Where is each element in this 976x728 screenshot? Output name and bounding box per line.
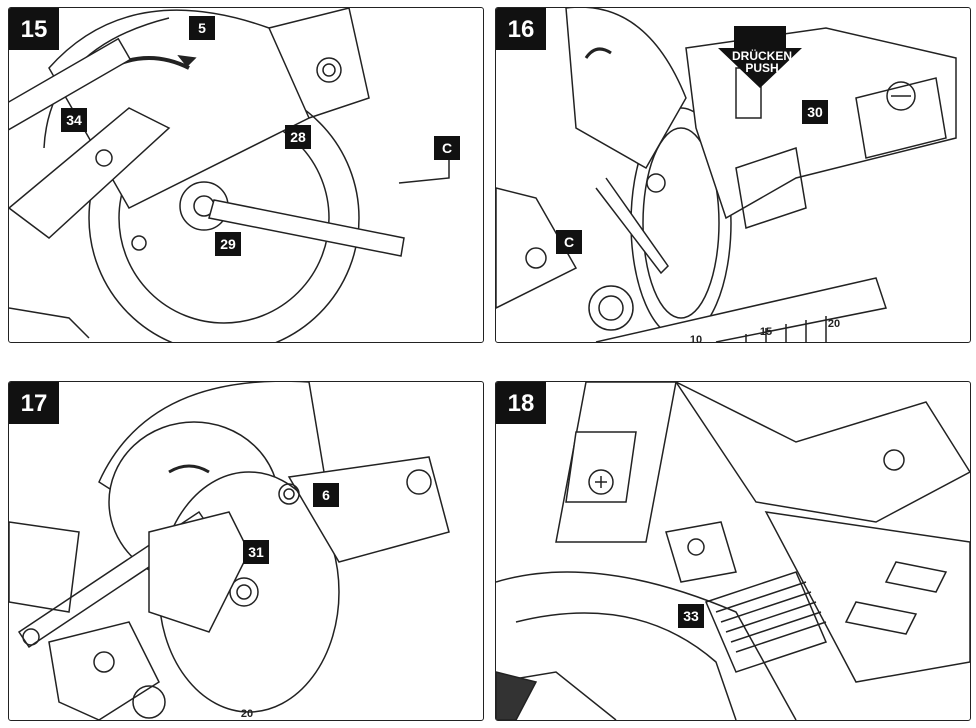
push-label-de: DRÜCKEN <box>732 49 792 63</box>
figure-number: 18 <box>496 382 546 424</box>
panel-fig-17: 17 6 31 20 <box>8 381 484 721</box>
callout-29: 29 <box>215 232 241 256</box>
panel-fig-16: 16 DRÜCKEN PUSH 30 C 10 15 20 <box>495 7 971 343</box>
callout-5: 5 <box>189 16 215 40</box>
callout-28: 28 <box>285 125 311 149</box>
blade-guard-illustration <box>9 382 450 720</box>
panel-fig-15: 15 5 34 28 C 29 <box>8 7 484 343</box>
figure-number: 16 <box>496 8 546 50</box>
scale-label-15: 15 <box>759 326 773 338</box>
callout-33: 33 <box>678 604 704 628</box>
base-detail-illustration <box>496 382 970 720</box>
callout-c: C <box>434 136 460 160</box>
panel-fig-18: 18 33 <box>495 381 971 721</box>
callout-34: 34 <box>61 108 87 132</box>
callout-c: C <box>556 230 582 254</box>
figure-number: 17 <box>9 382 59 424</box>
scale-label-20: 20 <box>240 708 254 720</box>
callout-30: 30 <box>802 100 828 124</box>
figure-number: 15 <box>9 8 59 50</box>
callout-6: 6 <box>313 483 339 507</box>
saw-blade-illustration <box>9 8 450 342</box>
callout-31: 31 <box>243 540 269 564</box>
scale-label-20: 20 <box>827 318 841 330</box>
scale-label-10: 10 <box>689 334 703 343</box>
push-label-en: PUSH <box>745 61 779 75</box>
